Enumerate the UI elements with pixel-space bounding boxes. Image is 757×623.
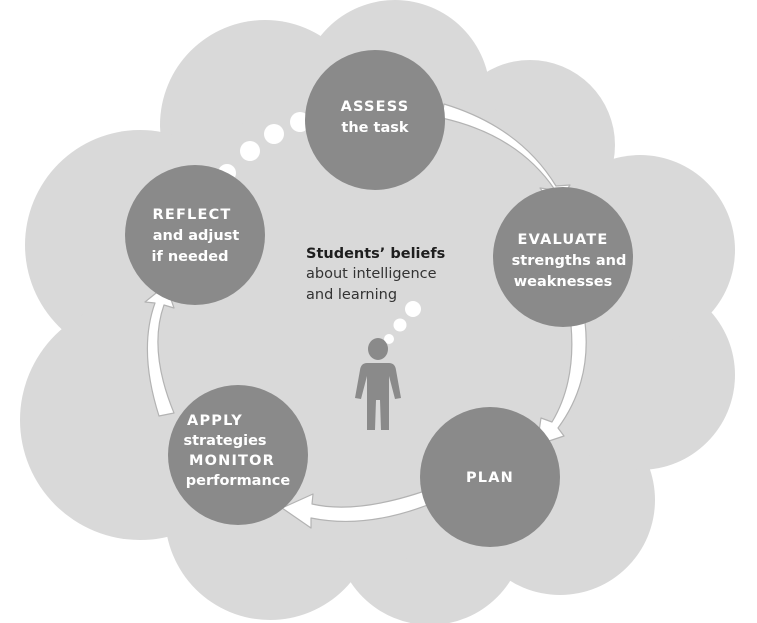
node-reflect-line2: and adjust — [153, 228, 240, 244]
thought-bubbles — [384, 301, 421, 344]
center-title: Students’ beliefs — [306, 246, 445, 262]
node-reflect-line1: REFLECT — [152, 207, 231, 223]
node-apply-line1: APPLY — [187, 413, 243, 429]
node-apply-line2: strategies — [183, 433, 266, 449]
node-reflect: REFLECT and adjust if needed — [125, 165, 265, 305]
arrow-evaluate-to-plan — [536, 321, 587, 446]
thought-bubble — [405, 301, 421, 317]
node-plan: PLAN — [420, 407, 560, 547]
node-evaluate-line3: weaknesses — [514, 274, 613, 290]
node-evaluate-line2: strengths and — [512, 253, 627, 269]
arrow-plan-to-apply — [281, 486, 441, 529]
thought-bubble — [384, 334, 394, 344]
node-plan-line1: PLAN — [466, 470, 514, 486]
node-apply: APPLY strategies MONITOR performance — [168, 385, 308, 525]
node-assess: ASSESS the task — [305, 50, 445, 190]
node-evaluate: EVALUATE strengths and weaknesses — [493, 187, 633, 327]
center-line2: and learning — [306, 287, 397, 303]
connector-dot — [240, 141, 260, 161]
node-reflect-line3: if needed — [152, 249, 229, 265]
node-evaluate-line1: EVALUATE — [518, 232, 609, 248]
person-icon — [355, 338, 401, 430]
node-assess-line1: ASSESS — [341, 99, 410, 115]
node-apply-line3: MONITOR — [189, 453, 275, 469]
center-text: Students’ beliefs about intelligence and… — [306, 246, 445, 303]
arrow-apply-to-reflect — [144, 284, 175, 417]
node-assess-line2: the task — [341, 120, 408, 136]
center-line1: about intelligence — [306, 266, 437, 282]
connector-dot — [290, 112, 310, 132]
node-apply-line4: performance — [186, 473, 291, 489]
connector-dot — [264, 124, 284, 144]
thought-bubble — [393, 318, 407, 332]
